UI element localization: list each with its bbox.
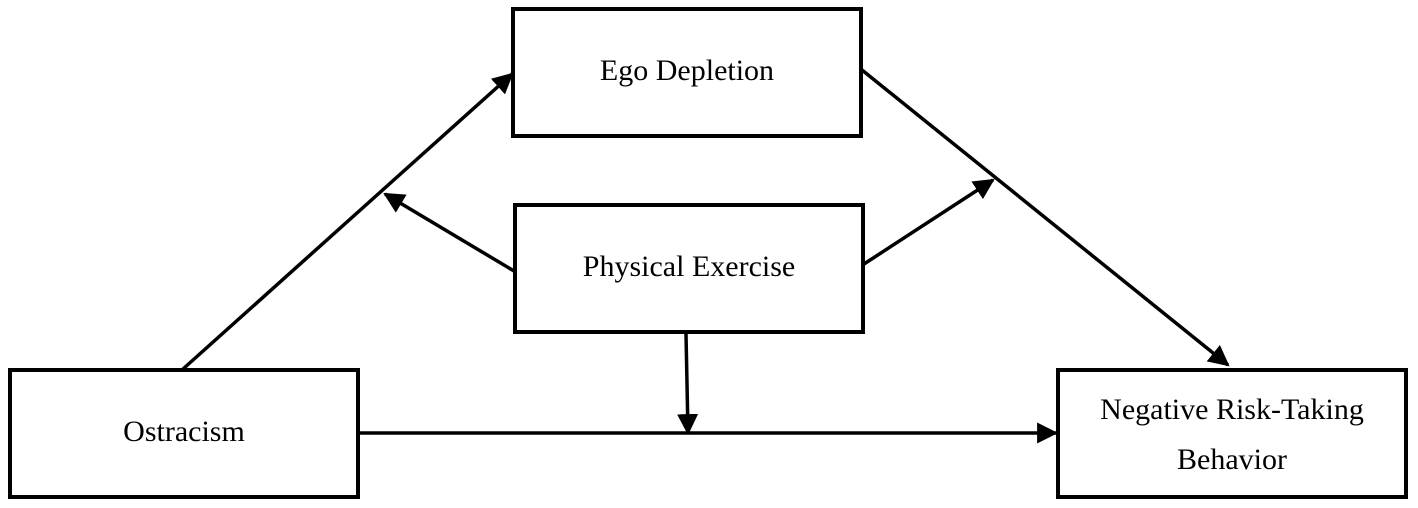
edges <box>181 68 1230 444</box>
arrow-ostracism-to-ego-depletion <box>181 72 514 371</box>
negative-risk-taking-label-line1: Negative Risk-Taking <box>1100 393 1364 426</box>
negative-risk-taking-box <box>1056 368 1408 499</box>
ostracism-box <box>8 368 360 499</box>
arrow-ego-depletion-to-negative-risk-taking <box>860 68 1230 367</box>
ego-depletion-label: Ego Depletion <box>600 54 774 87</box>
arrow-physical-exercise-moderates-second-path <box>863 178 995 266</box>
physical-exercise-label: Physical Exercise <box>583 250 795 283</box>
node-negative-risk-taking-behavior: Negative Risk-Taking Behavior <box>1056 368 1408 499</box>
arrow-physical-exercise-moderates-direct-path <box>677 333 699 436</box>
arrow-physical-exercise-moderates-first-path <box>383 192 515 273</box>
physical-exercise-box <box>513 203 865 334</box>
negative-risk-taking-label-line2: Behavior <box>1177 443 1287 476</box>
node-ostracism: Ostracism <box>8 368 360 499</box>
ostracism-label: Ostracism <box>123 415 245 448</box>
node-physical-exercise: Physical Exercise <box>513 203 865 334</box>
node-ego-depletion: Ego Depletion <box>511 7 863 138</box>
ego-depletion-box <box>511 7 863 138</box>
